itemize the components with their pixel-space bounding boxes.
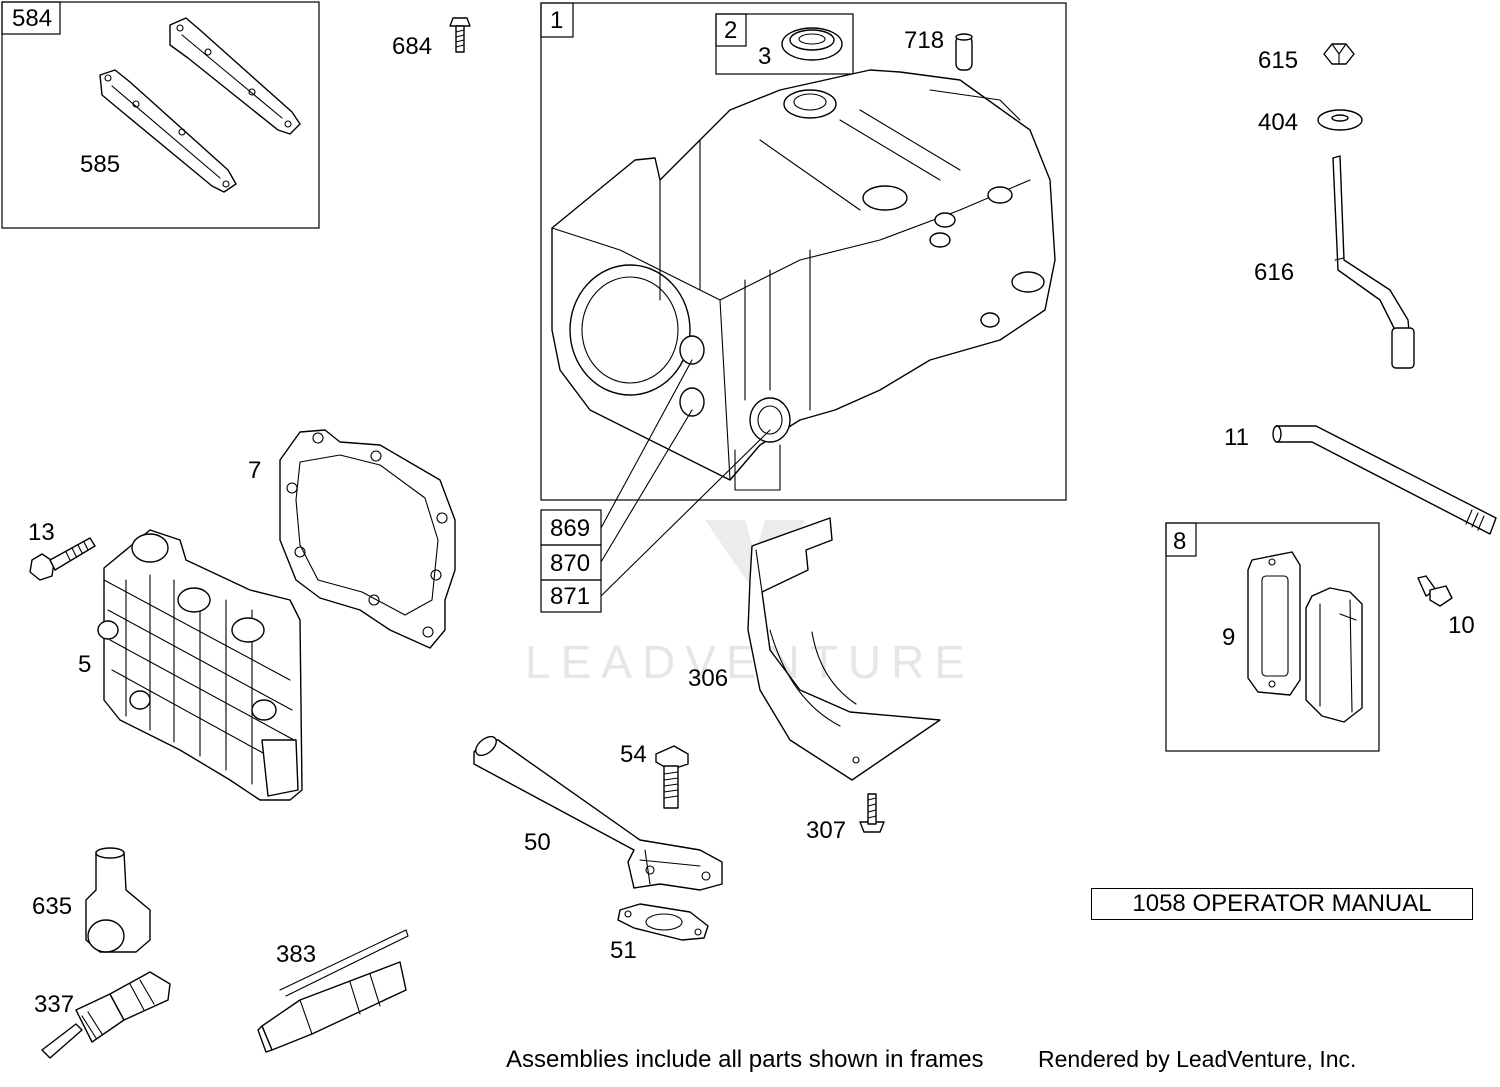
label-871: 871 bbox=[550, 583, 590, 610]
label-869: 869 bbox=[550, 515, 590, 542]
cylinder-head-5[interactable] bbox=[97, 529, 303, 801]
screw-684[interactable] bbox=[449, 17, 471, 53]
label-404: 404 bbox=[1258, 109, 1298, 136]
head-gasket-7[interactable] bbox=[279, 429, 456, 649]
frame-8: 8 9 bbox=[1165, 522, 1380, 752]
nut-615[interactable] bbox=[1323, 43, 1355, 65]
label-stack-869-871: 869 870 871 bbox=[540, 359, 771, 613]
rendered-by-note: Rendered by LeadVenture, Inc. bbox=[1038, 1046, 1357, 1072]
frame-584: 584 585 bbox=[1, 1, 320, 229]
bolt-54[interactable] bbox=[655, 745, 689, 809]
label-10: 10 bbox=[1448, 612, 1475, 639]
dipstick-tube-11[interactable] bbox=[1272, 425, 1497, 535]
label-584: 584 bbox=[12, 5, 52, 32]
label-2: 2 bbox=[724, 17, 737, 44]
label-9: 9 bbox=[1222, 624, 1235, 651]
bolt-13[interactable] bbox=[29, 537, 96, 581]
gasket-584[interactable] bbox=[169, 17, 301, 135]
oil-seal-3[interactable] bbox=[781, 27, 843, 61]
label-337: 337 bbox=[34, 991, 74, 1018]
label-54: 54 bbox=[620, 741, 647, 768]
screw-10[interactable] bbox=[1417, 575, 1453, 607]
assemblies-note: Assemblies include all parts shown in fr… bbox=[506, 1046, 984, 1073]
label-50: 50 bbox=[524, 829, 551, 856]
label-7: 7 bbox=[248, 457, 261, 484]
label-870: 870 bbox=[550, 550, 590, 577]
screw-307[interactable] bbox=[859, 793, 885, 833]
label-1: 1 bbox=[550, 7, 563, 34]
operator-manual-box: 1058 OPERATOR MANUAL bbox=[1091, 888, 1473, 920]
label-51: 51 bbox=[610, 937, 637, 964]
washer-404[interactable] bbox=[1317, 109, 1363, 131]
breather-gasket-9[interactable] bbox=[1247, 551, 1301, 696]
label-383: 383 bbox=[276, 941, 316, 968]
label-13: 13 bbox=[28, 519, 55, 546]
label-11: 11 bbox=[1224, 424, 1249, 451]
label-616: 616 bbox=[1254, 259, 1294, 286]
cylinder-block[interactable] bbox=[551, 69, 1056, 491]
breather-cover[interactable] bbox=[1305, 587, 1363, 723]
tool-383[interactable] bbox=[257, 929, 409, 1053]
label-307: 307 bbox=[806, 817, 846, 844]
label-585: 585 bbox=[80, 151, 120, 178]
air-guide-306[interactable] bbox=[747, 517, 941, 781]
label-615: 615 bbox=[1258, 47, 1298, 74]
intake-gasket-51[interactable] bbox=[617, 903, 709, 941]
watermark-text: LEADVENTURE bbox=[525, 636, 975, 688]
frame-1: 1 2 3 718 bbox=[540, 2, 1067, 501]
label-8: 8 bbox=[1173, 528, 1186, 555]
label-718: 718 bbox=[904, 27, 944, 54]
label-306: 306 bbox=[688, 665, 728, 692]
dipstick-616[interactable] bbox=[1332, 155, 1415, 369]
dowel-pin-718[interactable] bbox=[955, 33, 973, 71]
label-635: 635 bbox=[32, 893, 72, 920]
intake-manifold-50[interactable] bbox=[472, 733, 723, 891]
label-684: 684 bbox=[392, 33, 432, 60]
spark-plug-boot-635[interactable] bbox=[85, 847, 151, 953]
spark-plug-337[interactable] bbox=[41, 971, 171, 1059]
gasket-585[interactable] bbox=[99, 69, 237, 193]
label-5: 5 bbox=[78, 651, 91, 678]
label-3: 3 bbox=[758, 43, 771, 70]
